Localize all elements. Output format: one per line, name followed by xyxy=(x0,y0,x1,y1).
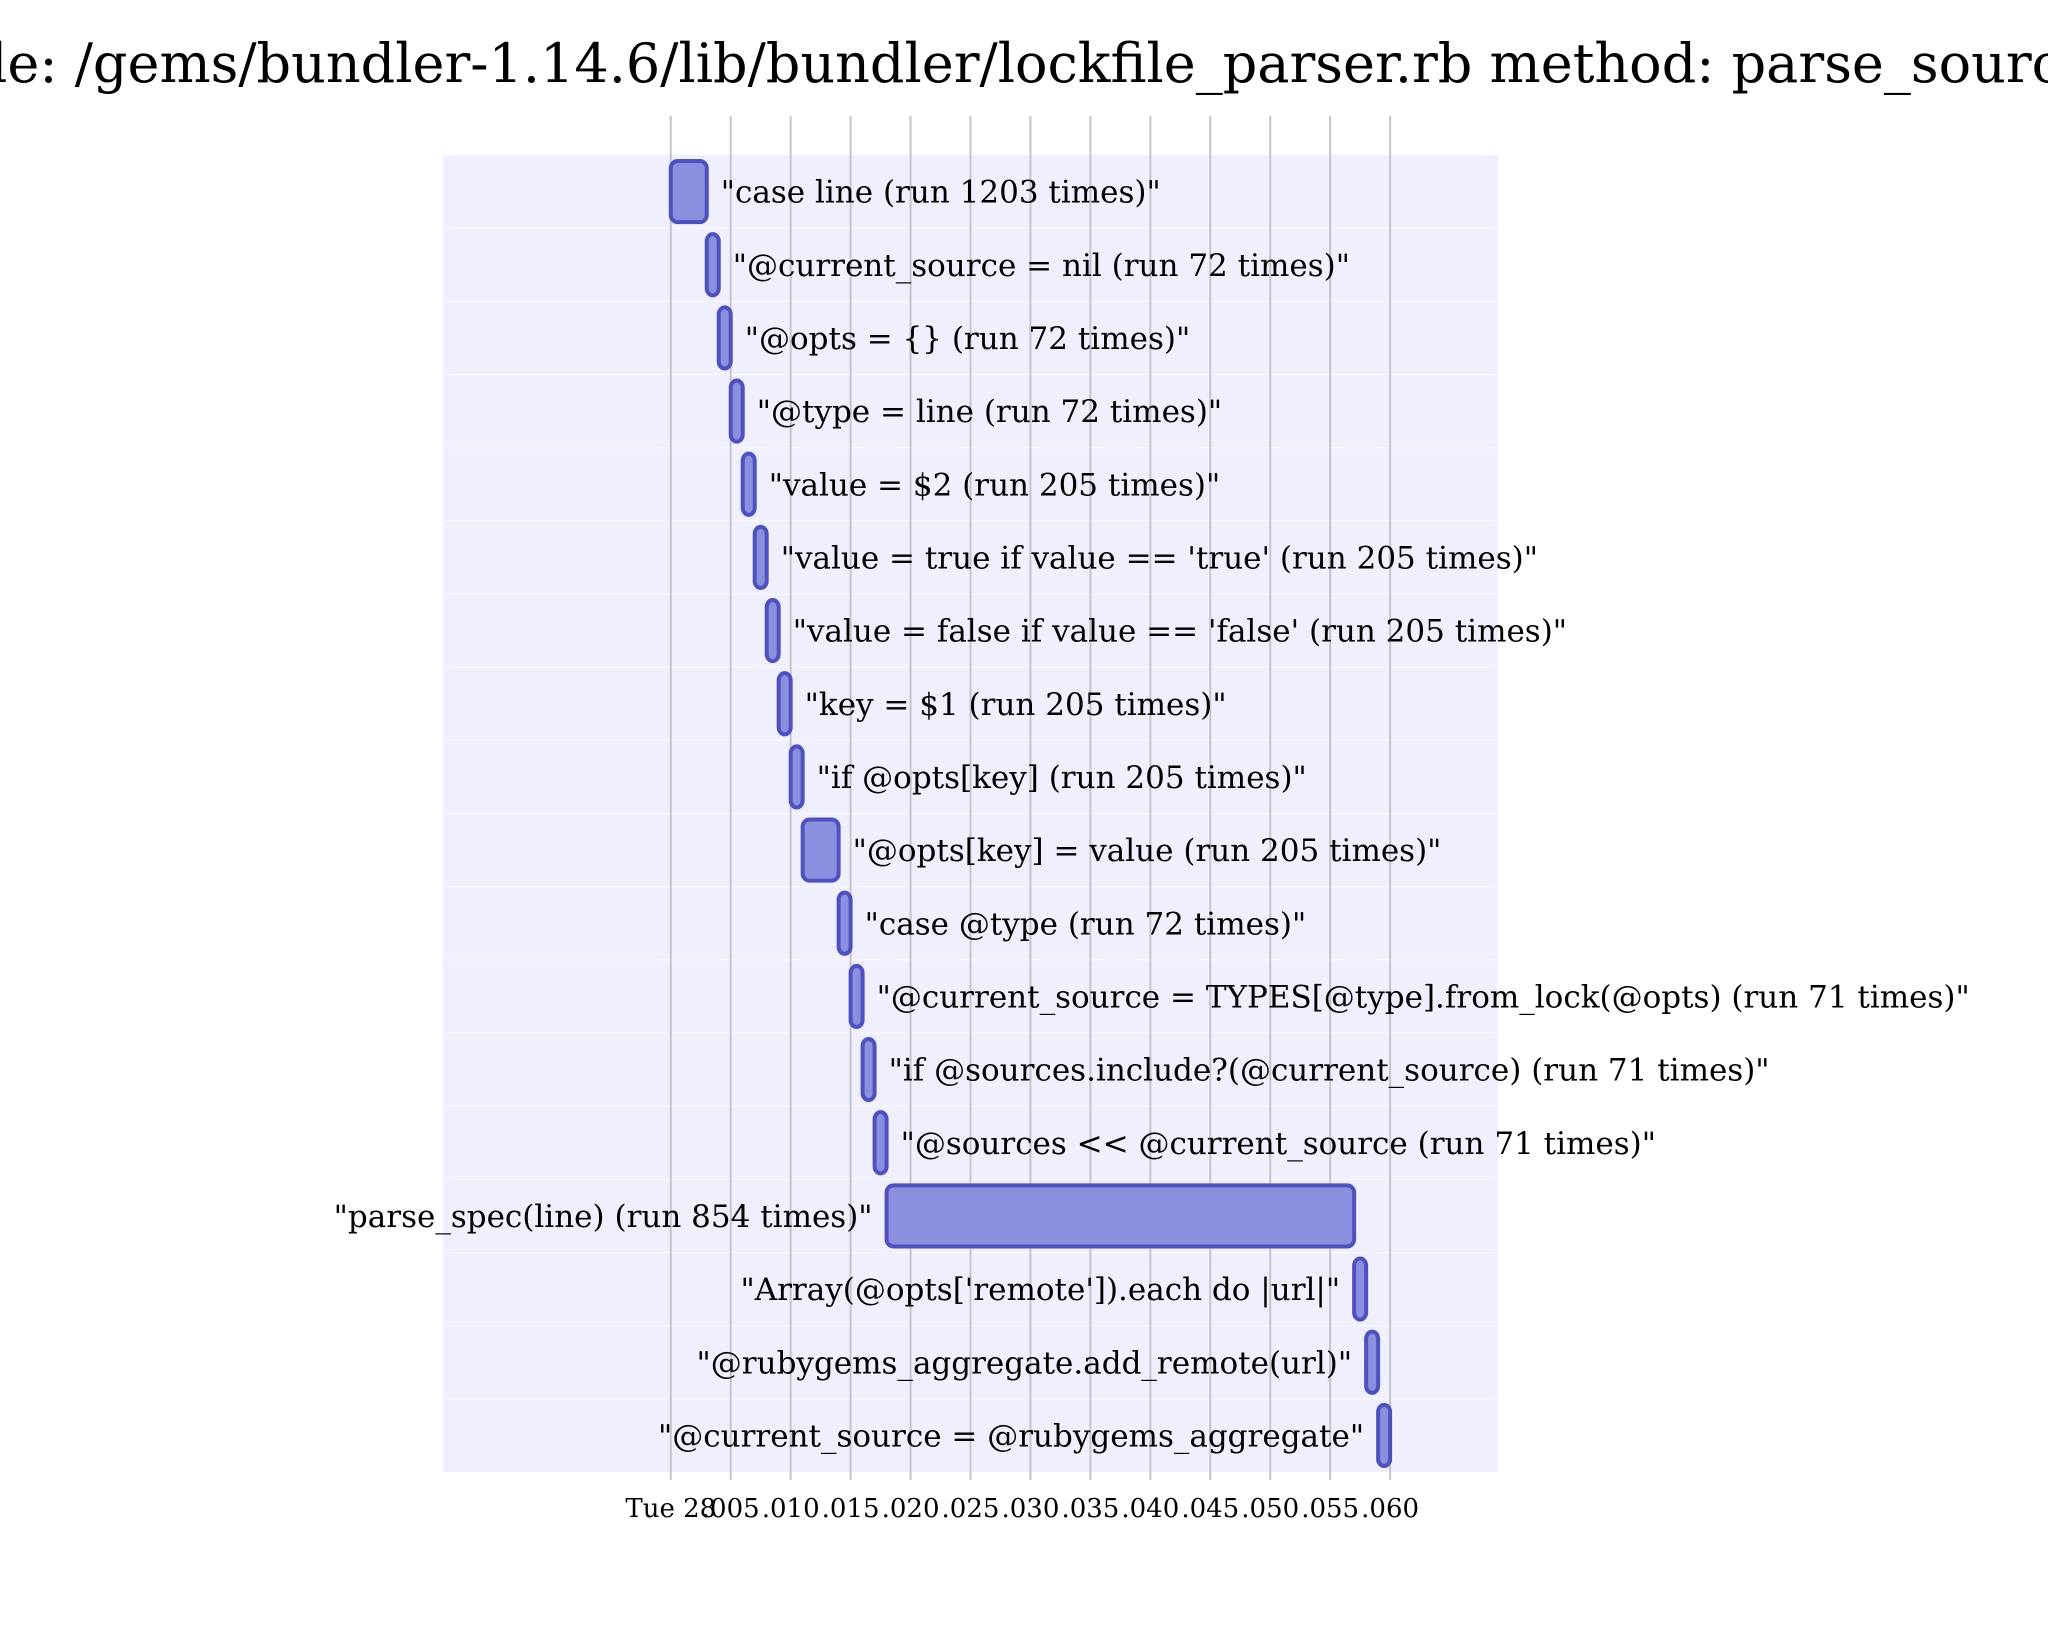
task-label: "case @type (run 72 times)" xyxy=(865,906,1307,942)
task-bar xyxy=(1352,1256,1369,1322)
x-tick-label: .025 xyxy=(942,1494,1000,1524)
x-tick-label: .035 xyxy=(1061,1494,1119,1524)
task-bar xyxy=(704,232,721,298)
task-label: "Array(@opts['remote']).each do |url|" xyxy=(740,1272,1340,1308)
task-bar xyxy=(740,451,757,517)
task-bar xyxy=(1364,1329,1381,1395)
task-label: "@opts[key] = value (run 205 times)" xyxy=(853,833,1442,869)
grid-lines xyxy=(669,116,1392,1480)
chart-title: file: /gems/bundler-1.14.6/lib/bundler/l… xyxy=(0,32,2048,95)
x-axis-ticks: Tue 28.005.010.015.020.025.030.035.040.0… xyxy=(625,1494,1419,1524)
task-bars xyxy=(668,159,1393,1469)
x-tick-label: .055 xyxy=(1301,1494,1359,1524)
task-bar xyxy=(788,744,805,810)
task-label: "@current_source = TYPES[@type].from_loc… xyxy=(877,979,1970,1015)
task-bar xyxy=(728,378,745,444)
x-tick-label: .040 xyxy=(1121,1494,1179,1524)
task-bar xyxy=(716,305,733,371)
task-bar xyxy=(776,671,793,737)
x-tick-label: .045 xyxy=(1181,1494,1239,1524)
task-label: "@current_source = nil (run 72 times)" xyxy=(733,248,1350,284)
task-labels: "case line (run 1203 times)" "@current_so… xyxy=(334,175,1970,1455)
task-bar xyxy=(1376,1402,1393,1469)
x-tick-label: .030 xyxy=(1001,1494,1059,1524)
task-bar xyxy=(836,890,853,956)
task-bar xyxy=(848,963,865,1029)
task-label: "@opts = {} (run 72 times)" xyxy=(745,321,1190,357)
task-label: "@type = line (run 72 times)" xyxy=(757,394,1222,430)
task-label: "@current_source = @rubygems_aggregate" xyxy=(658,1418,1364,1454)
x-tick-label: .060 xyxy=(1361,1494,1419,1524)
x-tick-label: .005 xyxy=(702,1494,760,1524)
task-label: "if @opts[key] (run 205 times)" xyxy=(817,760,1307,796)
task-label: "key = $1 (run 205 times)" xyxy=(805,687,1227,723)
task-label: "value = $2 (run 205 times)" xyxy=(769,467,1221,503)
task-label: "@sources << @current_source (run 71 tim… xyxy=(901,1126,1656,1162)
task-label: "value = false if value == 'false' (run … xyxy=(793,614,1567,650)
task-bar xyxy=(752,524,769,590)
task-bar xyxy=(860,1037,877,1103)
task-label: "case line (run 1203 times)" xyxy=(721,175,1161,211)
task-bar xyxy=(884,1183,1357,1249)
task-label: "if @sources.include?(@current_source) (… xyxy=(889,1053,1770,1089)
task-label: "parse_spec(line) (run 854 times)" xyxy=(334,1199,873,1235)
task-bar xyxy=(800,817,841,883)
x-tick-label: .020 xyxy=(882,1494,940,1524)
task-bar xyxy=(668,159,709,225)
x-tick-label: Tue 28 xyxy=(625,1494,716,1524)
task-label: "@rubygems_aggregate.add_remote(url)" xyxy=(697,1345,1353,1381)
x-tick-label: .010 xyxy=(762,1494,820,1524)
x-tick-label: .050 xyxy=(1241,1494,1299,1524)
task-bar xyxy=(872,1110,889,1176)
x-tick-label: .015 xyxy=(822,1494,880,1524)
task-bar xyxy=(764,598,781,664)
task-label: "value = true if value == 'true' (run 20… xyxy=(781,540,1538,576)
